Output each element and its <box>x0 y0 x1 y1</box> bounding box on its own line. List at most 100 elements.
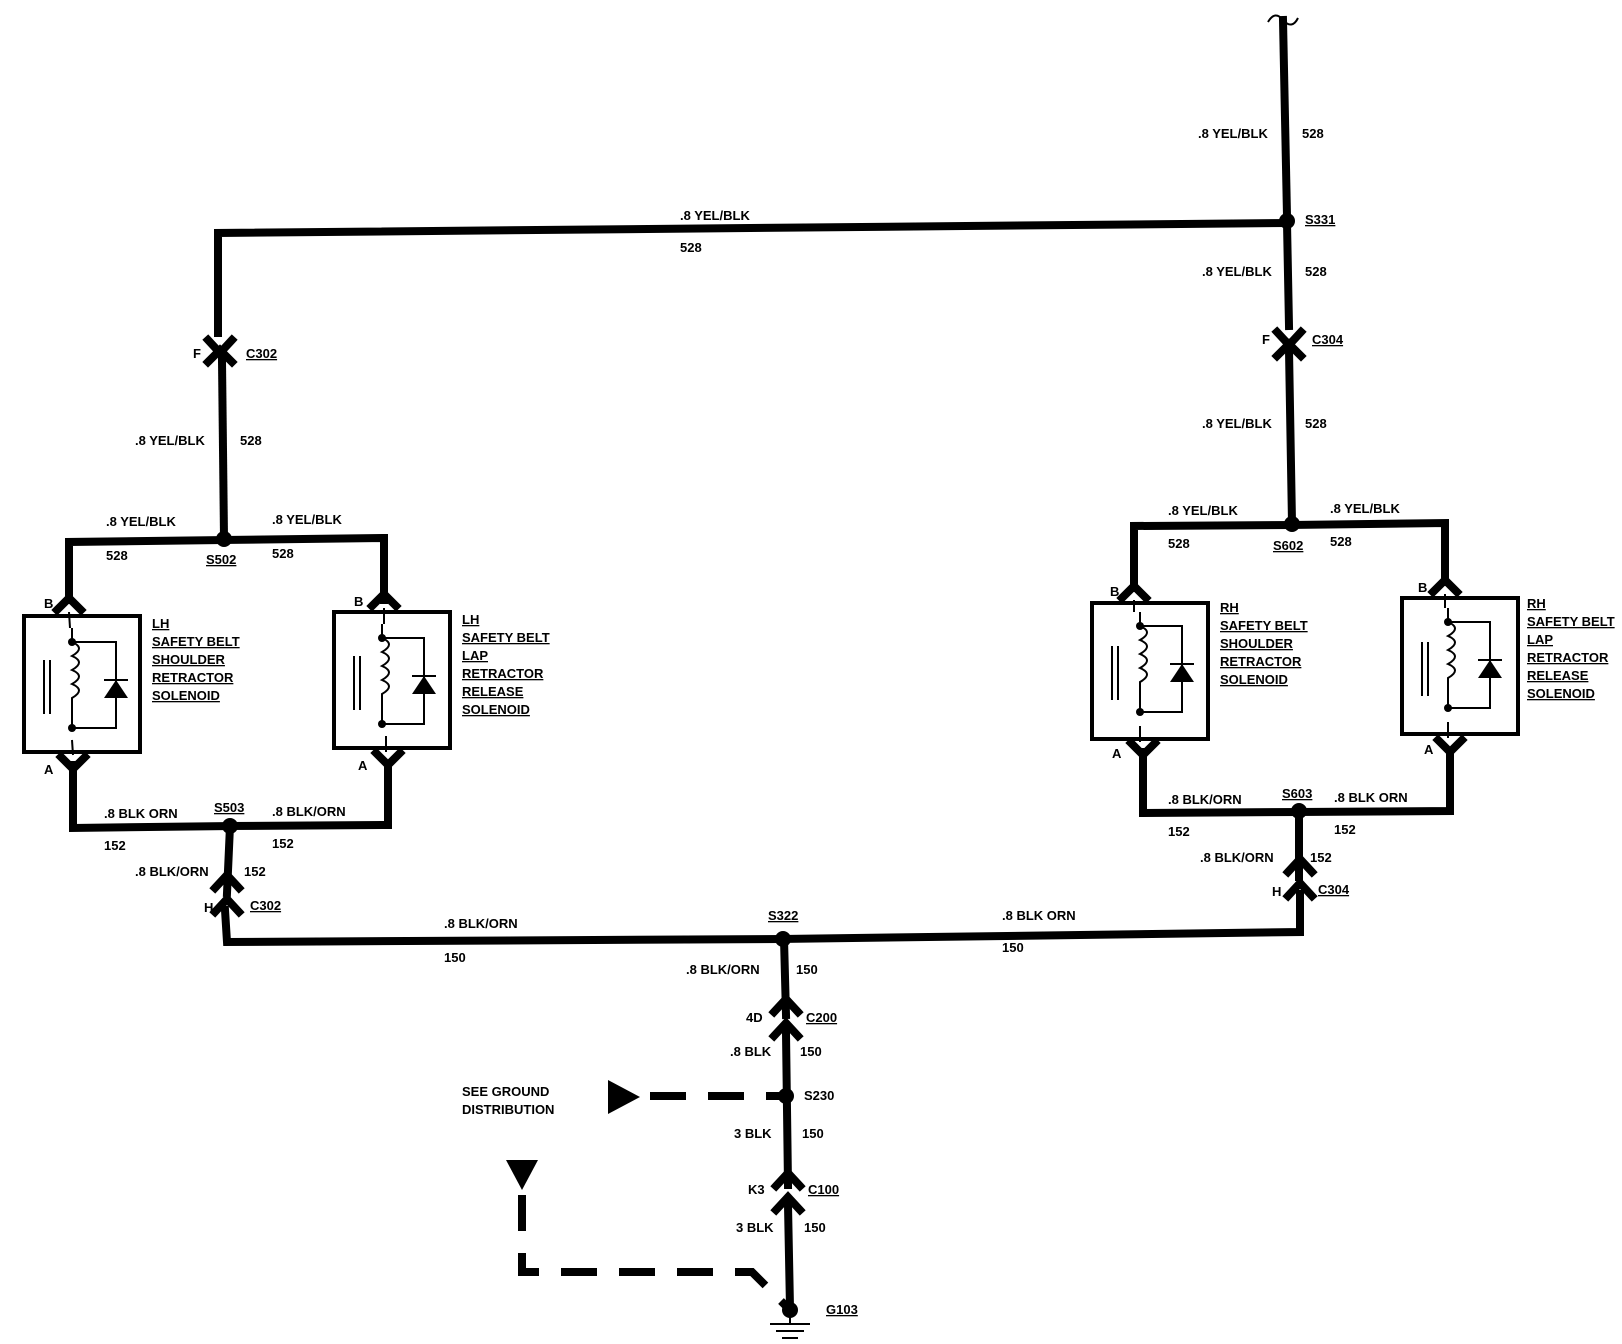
label-pin: K3 <box>748 1182 765 1197</box>
label-connector: C302 <box>250 898 281 913</box>
label-connector: C200 <box>806 1010 837 1025</box>
label-circuit: 152 <box>1168 824 1190 839</box>
component-label-rh-lap: RH SAFETY BELT LAP RETRACTOR RELEASE SOL… <box>1527 596 1615 701</box>
label-circuit: 528 <box>1302 126 1324 141</box>
label-wire-color: .8 BLK/ORN <box>1200 850 1274 865</box>
wire-s503-left-152 <box>69 761 235 833</box>
svg-text:SAFETY BELT: SAFETY BELT <box>1527 614 1615 629</box>
wire-right-upper-528 <box>1282 218 1294 331</box>
component-lh-lap-solenoid <box>332 588 452 771</box>
ground-return-arrow-icon <box>506 1160 538 1190</box>
label-circuit: 528 <box>1305 416 1327 431</box>
label-wire-color: .8 YEL/BLK <box>1330 501 1400 516</box>
label-wire-color: .8 BLK ORN <box>1002 908 1076 923</box>
wire-feed-528 <box>1278 15 1292 221</box>
svg-text:SAFETY BELT: SAFETY BELT <box>1220 618 1308 633</box>
svg-text:SHOULDER: SHOULDER <box>1220 636 1294 651</box>
ground-g103-icon <box>770 1302 810 1339</box>
label-connector: C100 <box>808 1182 839 1197</box>
label-pin: A <box>358 758 368 773</box>
label-wire-color: .8 BLK/ORN <box>686 962 760 977</box>
wire-group <box>65 14 1454 1313</box>
svg-text:LAP: LAP <box>462 648 488 663</box>
label-circuit: 528 <box>272 546 294 561</box>
svg-text:SAFETY BELT: SAFETY BELT <box>152 634 240 649</box>
label-circuit: 528 <box>680 240 702 255</box>
component-rh-shoulder-solenoid <box>1090 580 1210 761</box>
wire-s503-down-152 <box>222 821 235 898</box>
label-ground: G103 <box>826 1302 858 1317</box>
wire-c100-down-150 <box>783 1200 795 1313</box>
connector-c200-4d <box>768 993 804 1042</box>
svg-text:SOLENOID: SOLENOID <box>1220 672 1288 687</box>
label-circuit: 152 <box>244 864 266 879</box>
label-circuit: 150 <box>1002 940 1024 955</box>
label-pin: B <box>1110 584 1119 599</box>
label-pin: B <box>1418 580 1427 595</box>
label-pin: H <box>1272 884 1281 899</box>
wire-s603-right-152 <box>1294 748 1454 817</box>
component-label-lh-shoulder: LH SAFETY BELT SHOULDER RETRACTOR SOLENO… <box>152 616 240 703</box>
wire-right-lower-528 <box>1284 345 1297 528</box>
ground-distribution-arrow-icon <box>608 1080 640 1114</box>
label-pin: B <box>354 594 363 609</box>
svg-text:LAP: LAP <box>1527 632 1553 647</box>
component-rh-lap-solenoid <box>1400 574 1520 758</box>
label-circuit: 528 <box>1330 534 1352 549</box>
label-wire-color: .8 YEL/BLK <box>680 208 750 223</box>
svg-text:SOLENOID: SOLENOID <box>152 688 220 703</box>
splice-s503 <box>222 818 238 834</box>
label-pin: A <box>1424 742 1434 757</box>
svg-text:SAFETY BELT: SAFETY BELT <box>462 630 550 645</box>
svg-text:RETRACTOR: RETRACTOR <box>1220 654 1302 669</box>
label-wire-color: .8 BLK ORN <box>1334 790 1408 805</box>
label-pin: F <box>1262 332 1270 347</box>
wire-bottom-left-150 <box>220 905 787 947</box>
svg-text:LH: LH <box>462 612 479 627</box>
wire-c200-down-150 <box>781 1028 793 1190</box>
connector-c100-k3 <box>770 1167 806 1216</box>
label-circuit: 152 <box>104 838 126 853</box>
svg-text:RETRACTOR: RETRACTOR <box>462 666 544 681</box>
label-circuit: 528 <box>1305 264 1327 279</box>
label-connector: C302 <box>246 346 277 361</box>
label-wire-color: .8 YEL/BLK <box>272 512 342 527</box>
label-wire-color: .8 YEL/BLK <box>1168 503 1238 518</box>
label-wire-color: 3 BLK <box>734 1126 772 1141</box>
label-wire-color: .8 BLK <box>730 1044 772 1059</box>
label-wire-color: .8 YEL/BLK <box>1202 264 1272 279</box>
svg-text:LH: LH <box>152 616 169 631</box>
wire-break-mark <box>1267 14 1299 26</box>
label-splice: S503 <box>214 800 244 815</box>
label-circuit: 528 <box>1168 536 1190 551</box>
label-wire-color: .8 YEL/BLK <box>135 433 205 448</box>
label-circuit: 150 <box>444 950 466 965</box>
splice-s603 <box>1291 803 1307 819</box>
label-wire-color: 3 BLK <box>736 1220 774 1235</box>
splice-group <box>216 213 1307 1104</box>
label-pin: 4D <box>746 1010 763 1025</box>
connector-group <box>202 326 1318 1216</box>
svg-text:RETRACTOR: RETRACTOR <box>152 670 234 685</box>
label-circuit: 150 <box>800 1044 822 1059</box>
label-splice: S230 <box>804 1088 834 1103</box>
label-circuit: 150 <box>796 962 818 977</box>
svg-text:SOLENOID: SOLENOID <box>462 702 530 717</box>
svg-text:RELEASE: RELEASE <box>1527 668 1589 683</box>
component-label-rh-shoulder: RH SAFETY BELT SHOULDER RETRACTOR SOLENO… <box>1220 600 1308 687</box>
svg-text:RH: RH <box>1220 600 1239 615</box>
label-pin: H <box>204 900 213 915</box>
label-circuit: 528 <box>240 433 262 448</box>
label-pin: A <box>44 762 54 777</box>
wire-bottom-right-150 <box>777 890 1304 944</box>
ground-note-line2: DISTRIBUTION <box>462 1102 554 1117</box>
label-pin: F <box>193 346 201 361</box>
label-splice: S502 <box>206 552 236 567</box>
label-circuit: 152 <box>1334 822 1356 837</box>
wire-ground-return-dashed <box>518 1195 789 1309</box>
ground-note-line1: SEE GROUND <box>462 1084 549 1099</box>
svg-text:RH: RH <box>1527 596 1546 611</box>
wire-s603-left-152 <box>1139 748 1304 818</box>
label-circuit: 152 <box>1310 850 1332 865</box>
label-circuit: 150 <box>804 1220 826 1235</box>
